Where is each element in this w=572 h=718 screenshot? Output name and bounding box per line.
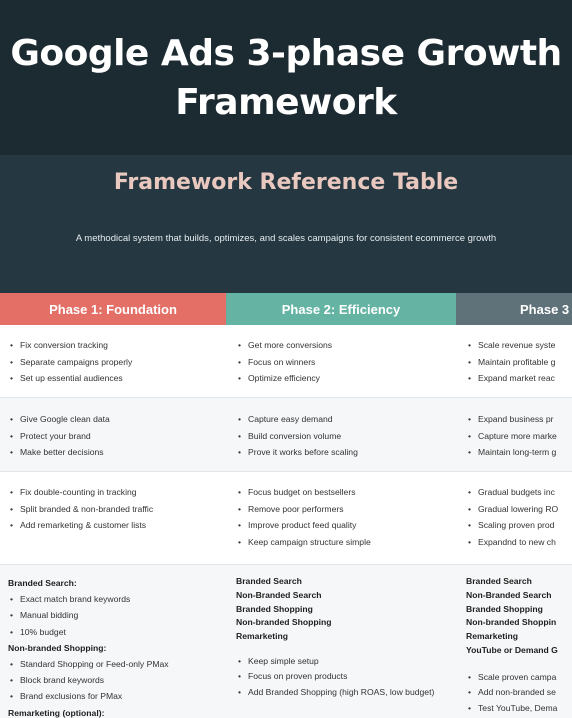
list-item: Standard Shopping or Feed-only PMax — [8, 656, 224, 672]
list-item: Capture more marke — [466, 428, 572, 445]
list-item: Protect your brand — [8, 428, 224, 445]
list-item: Gradual budgets inc — [466, 484, 572, 501]
list-item: Get more conversions — [236, 337, 454, 354]
row1-phase1-cell: Fix conversion tracking Separate campaig… — [8, 337, 224, 387]
list-item: Block brand keywords — [8, 672, 224, 688]
campaign-label: Non-Branded Search — [236, 589, 322, 600]
list-item: 10% budget — [8, 624, 224, 640]
row2-phase2-cell: Capture easy demand Build conversion vol… — [236, 411, 454, 461]
list-item: Manual bidding — [8, 607, 224, 623]
phase-1-header: Phase 1: Foundation — [0, 293, 226, 325]
list-item: Brand exclusions for PMax — [8, 688, 224, 704]
campaign-label: Non-branded Shopping — [236, 617, 332, 628]
list-item: Expand market reac — [466, 370, 572, 387]
phase-header-row: Phase 1: Foundation Phase 2: Efficiency … — [0, 293, 572, 325]
list-item: Scale revenue syste — [466, 337, 572, 354]
table-row-campaign-structure: Branded Search: Exact match brand keywor… — [0, 565, 572, 718]
campaign-label: YouTube or Demand G — [466, 644, 558, 655]
row4-phase3-cell: Branded Search Non-Branded Search Brande… — [466, 575, 572, 716]
remarketing-optional-label: Remarketing (optional): — [8, 707, 105, 718]
list-item: Build conversion volume — [236, 428, 454, 445]
phase-2-header: Phase 2: Efficiency — [226, 293, 456, 325]
list-item: Keep campaign structure simple — [236, 534, 454, 551]
campaign-label: Remarketing — [236, 631, 289, 642]
list-item: Maintain long-term g — [466, 444, 572, 461]
page-title: Google Ads 3-phase Growth Framework — [10, 32, 562, 123]
list-item: Focus budget on bestsellers — [236, 484, 454, 501]
row1-phase2-cell: Get more conversions Focus on winners Op… — [236, 337, 454, 387]
list-item: Split branded & non-branded traffic — [8, 501, 224, 518]
phase-3-header: Phase 3 — [456, 293, 572, 325]
list-item: Set up essential audiences — [8, 370, 224, 387]
reference-table-body: Fix conversion tracking Separate campaig… — [0, 325, 572, 718]
list-item: Capture easy demand — [236, 411, 454, 428]
list-item: Remove poor performers — [236, 501, 454, 518]
row3-phase3-cell: Gradual budgets inc Gradual lowering RO … — [466, 484, 572, 550]
table-row-goals: Give Google clean data Protect your bran… — [0, 398, 572, 472]
non-branded-shopping-label: Non-branded Shopping: — [8, 642, 107, 653]
list-item: Focus on proven products — [236, 669, 454, 685]
row3-phase2-cell: Focus budget on bestsellers Remove poor … — [236, 484, 454, 550]
subheader: Framework Reference Table A methodical s… — [0, 155, 572, 293]
framework-description: A methodical system that builds, optimiz… — [75, 233, 497, 244]
row1-phase3-cell: Scale revenue syste Maintain profitable … — [466, 337, 572, 387]
campaign-label: Non-Branded Search — [466, 589, 552, 600]
row3-phase1-cell: Fix double-counting in tracking Split br… — [8, 484, 224, 534]
table-row-objectives: Fix conversion tracking Separate campaig… — [0, 325, 572, 398]
campaign-label: Branded Shopping — [466, 603, 543, 614]
list-item: Maintain profitable g — [466, 354, 572, 371]
list-item: Separate campaigns properly — [8, 354, 224, 371]
list-item: Add non-branded se — [466, 685, 572, 701]
row4-phase1-cell: Branded Search: Exact match brand keywor… — [8, 575, 224, 718]
campaign-label: Remarketing — [466, 631, 519, 642]
list-item: Keep simple setup — [236, 654, 454, 670]
campaign-label: Branded Search — [236, 576, 302, 586]
list-item: Add Branded Shopping (high ROAS, low bud… — [236, 685, 448, 701]
list-item: Scale proven campa — [466, 670, 572, 686]
list-item: Optimize efficiency — [236, 370, 454, 387]
list-item: Focus on winners — [236, 354, 454, 371]
list-item: Add remarketing & customer lists — [8, 517, 224, 534]
list-item: Exact match brand keywords — [8, 591, 224, 607]
row2-phase3-cell: Expand business pr Capture more marke Ma… — [466, 411, 572, 461]
list-item: Improve product feed quality — [236, 517, 454, 534]
list-item: Fix double-counting in tracking — [8, 484, 224, 501]
list-item: Expandnd to new ch — [466, 534, 572, 551]
campaign-label: Branded Shopping — [236, 603, 313, 614]
list-item: Scaling proven prod — [466, 517, 572, 534]
list-item: Gradual lowering RO — [466, 501, 572, 518]
row4-phase2-cell: Branded Search Non-Branded Search Brande… — [236, 575, 454, 700]
list-item: Fix conversion tracking — [8, 337, 224, 354]
list-item: Give Google clean data — [8, 411, 224, 428]
framework-reference-title: Framework Reference Table — [113, 170, 459, 195]
branded-search-label: Branded Search: — [8, 578, 77, 588]
page-header: Google Ads 3-phase Growth Framework — [0, 0, 572, 155]
list-item: Make better decisions — [8, 444, 224, 461]
campaign-label: Non-branded Shoppin — [466, 617, 557, 628]
list-item: Expand business pr — [466, 411, 572, 428]
table-row-actions: Fix double-counting in tracking Split br… — [0, 472, 572, 565]
row2-phase1-cell: Give Google clean data Protect your bran… — [8, 411, 224, 461]
campaign-label: Branded Search — [466, 576, 532, 586]
list-item: Test YouTube, Dema — [466, 701, 572, 717]
list-item: Prove it works before scaling — [236, 444, 454, 461]
